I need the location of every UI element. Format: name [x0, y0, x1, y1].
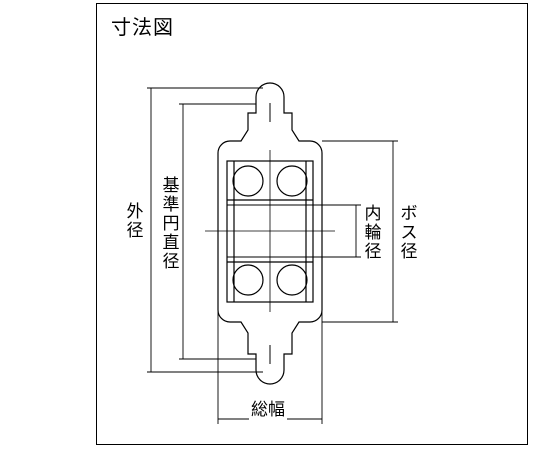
boss-diameter-label: ボス径 [398, 205, 420, 262]
sprocket-outline [217, 82, 323, 385]
drawing-frame [96, 3, 528, 445]
total-width-label: 総幅 [249, 395, 287, 420]
ball-bottom-right [276, 264, 308, 296]
ball-bottom-left [232, 264, 264, 296]
pitch-diameter-label: 基準円直径 [160, 177, 182, 272]
inner-ring-diameter-label: 内輪径 [362, 205, 384, 262]
ball-top-right [276, 165, 308, 197]
ball-top-left [232, 165, 264, 197]
outer-diameter-label: 外径 [124, 203, 146, 241]
diagram-title: 寸法図 [111, 15, 174, 39]
